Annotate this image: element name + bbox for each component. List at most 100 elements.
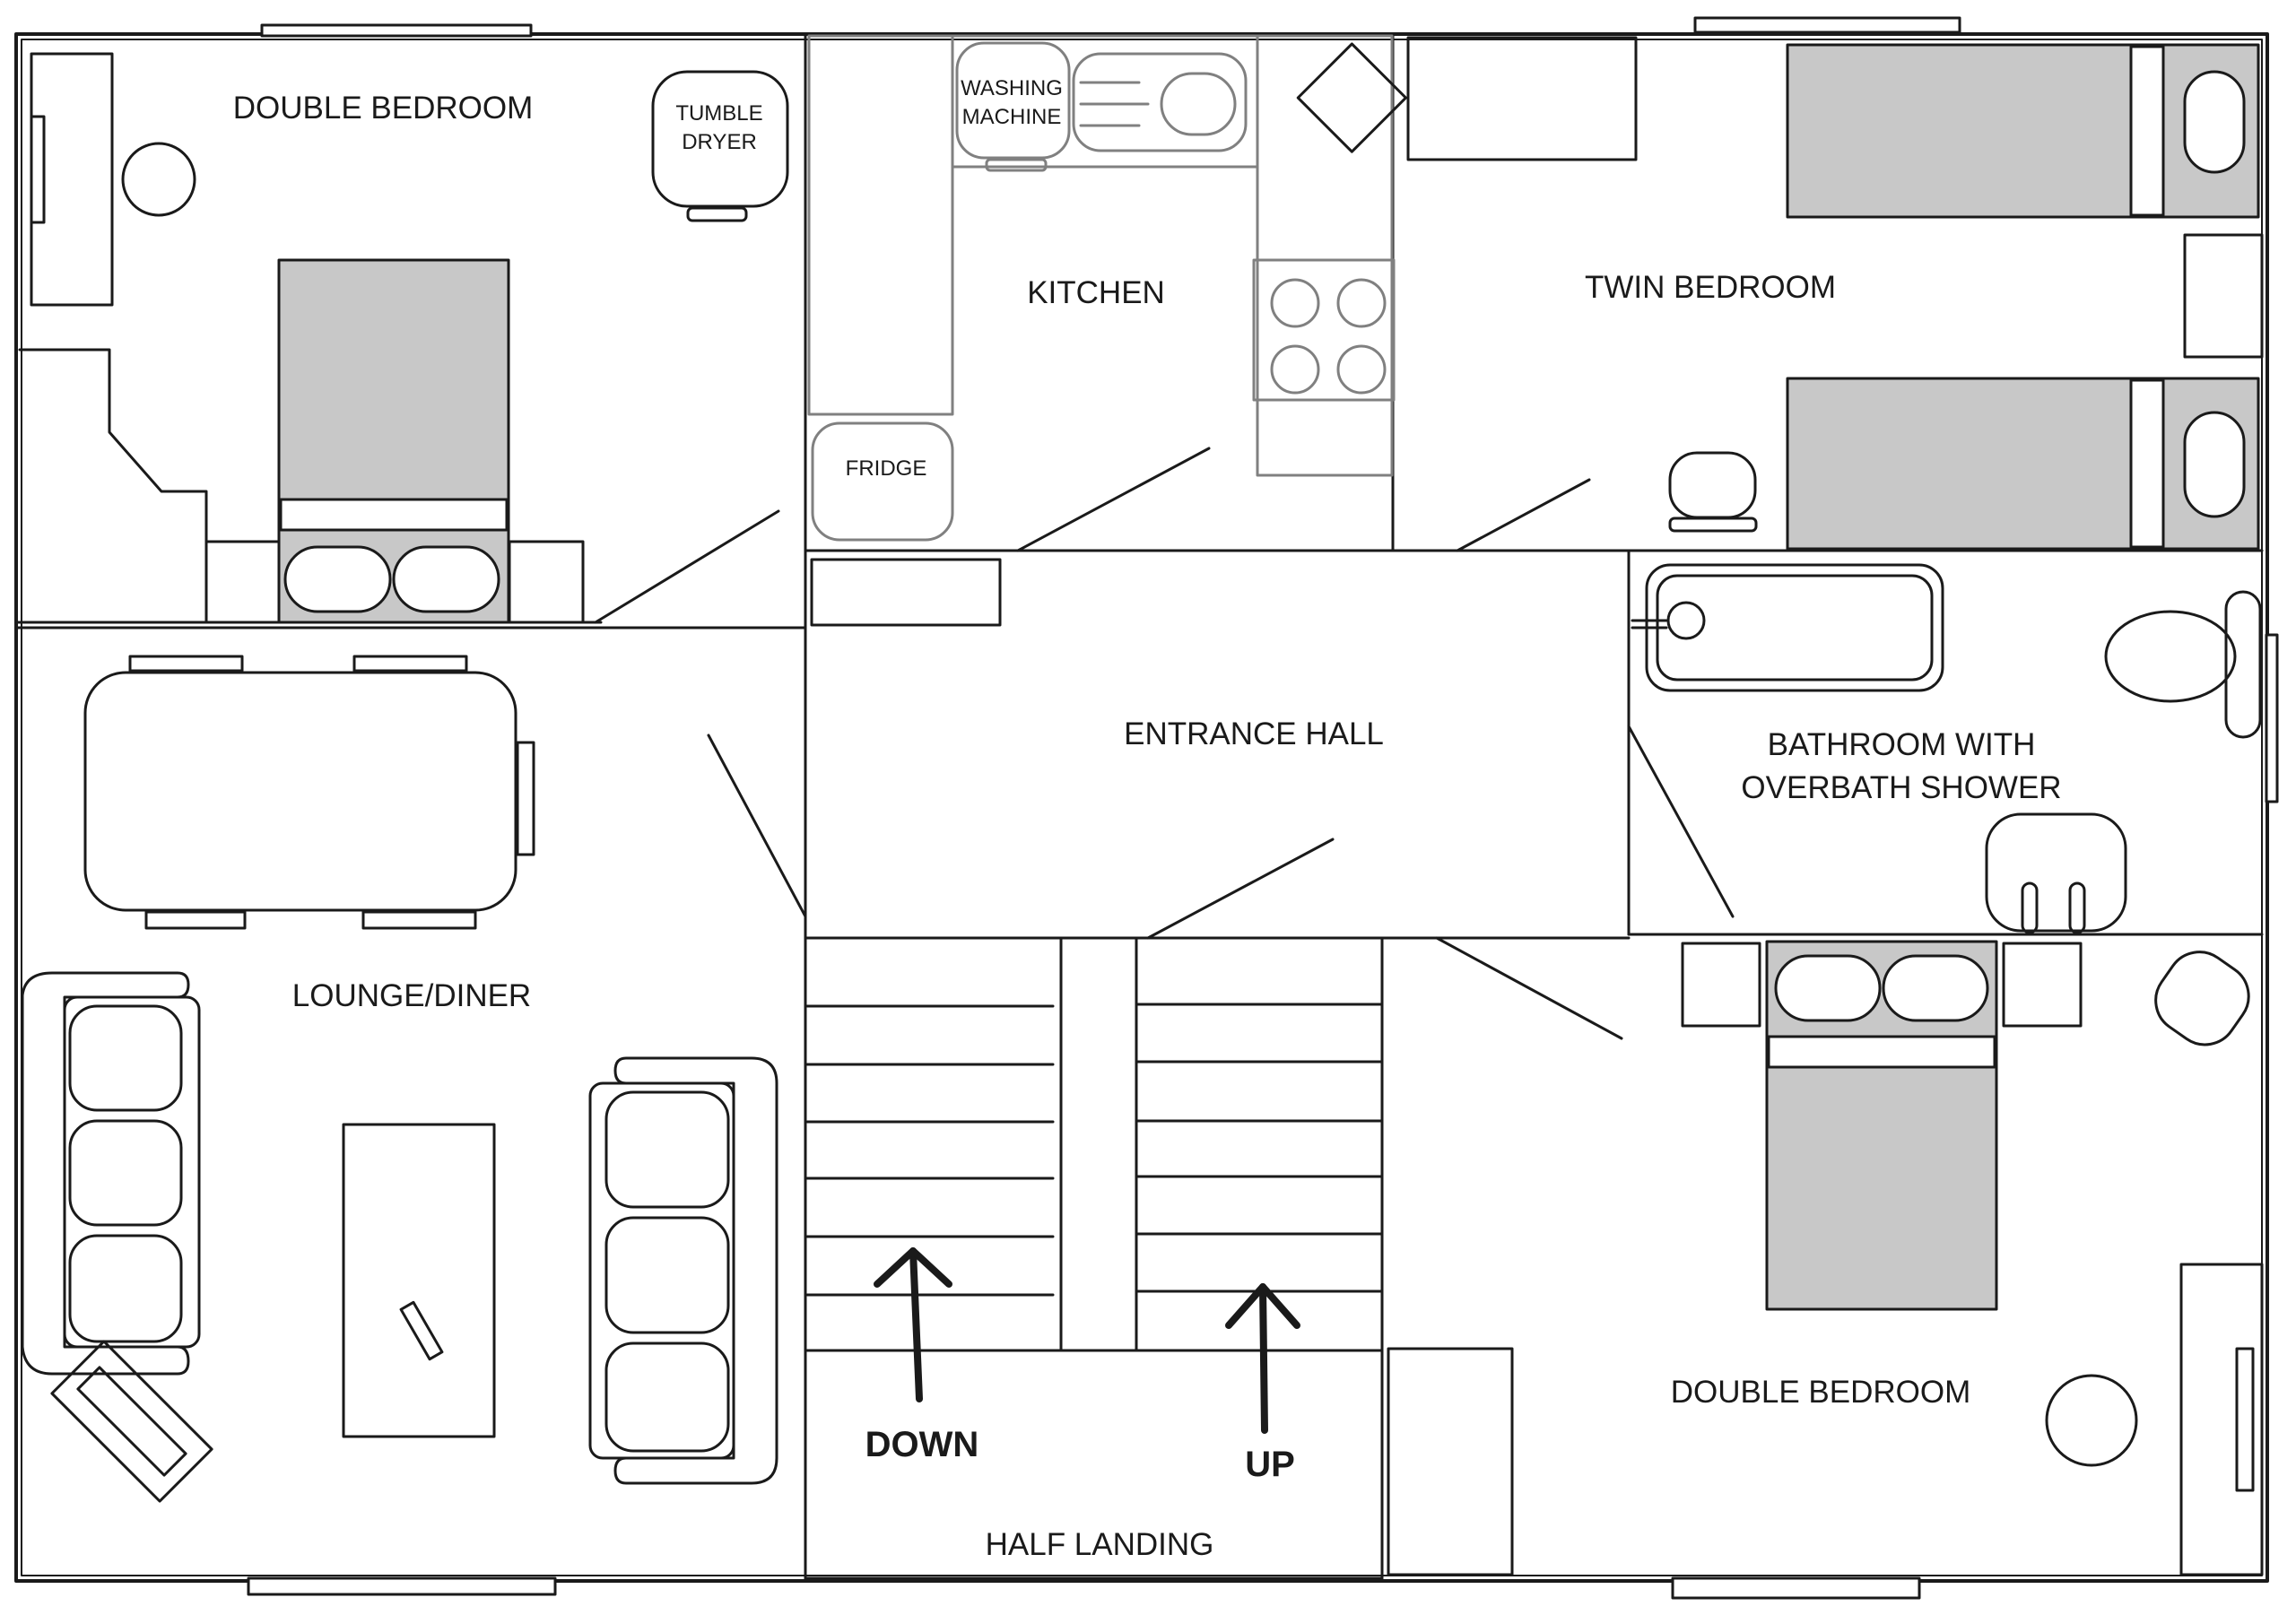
bathroom-fixtures (1631, 563, 2262, 934)
bedside-table-right (2002, 942, 2083, 1028)
bedside-lamp (2045, 1374, 2138, 1467)
appliance-label-washing-machine: WASHING (961, 76, 1063, 100)
dining-chair (352, 655, 468, 673)
chair (1668, 451, 1757, 519)
sofa-frame (63, 995, 201, 1349)
chest-of-drawers (18, 348, 208, 624)
tv-screen (76, 1366, 187, 1477)
twin-bedroom-furniture (1406, 36, 2264, 551)
up-arrow-head (1225, 1283, 1300, 1329)
stair-well (1059, 936, 1138, 1352)
window-top-right (1693, 16, 1961, 34)
door-entrance (1146, 838, 1335, 940)
bedside-table (2183, 233, 2264, 359)
toilet-bowl (2104, 610, 2237, 703)
pillow (392, 545, 500, 613)
bed-sheet (1767, 1035, 1996, 1069)
bath (1645, 563, 1944, 692)
wash-basin (1985, 812, 2127, 933)
bed-sheet (279, 498, 509, 532)
wardrobe-handle (2235, 1347, 2255, 1492)
tap (2068, 881, 2086, 934)
window-bottom-right (1671, 1576, 1921, 1600)
double-bedroom-top-furniture (18, 52, 789, 624)
room-label-kitchen: KITCHEN (1027, 275, 1165, 310)
bath-drain (1666, 601, 1706, 640)
twin-bed-top (1786, 43, 2260, 219)
dining-chair (128, 655, 244, 673)
down-arrow (909, 1247, 923, 1402)
washing-machine-foot (985, 158, 1048, 172)
doors (594, 447, 1735, 1040)
sofa-frame (588, 1081, 735, 1460)
stair-label-down: DOWN (865, 1425, 979, 1464)
room-label-bathroom: BATHROOM WITH (1768, 727, 2036, 762)
tv-unit (50, 1340, 213, 1503)
outer-walls (14, 16, 2279, 1600)
appliance-label-washing-machine-2: MACHINE (962, 105, 1062, 129)
counter-right (1256, 34, 1394, 477)
sofa-cushion (68, 1234, 183, 1343)
door-bottom-bedroom (1435, 936, 1623, 1040)
twin-bed-bottom-sheet (2129, 378, 2165, 549)
hob-ring (1270, 278, 1320, 328)
kitchen-units (807, 34, 1396, 542)
sofa-cushion (604, 1216, 730, 1334)
door-lounge (707, 734, 807, 918)
sink-bowl (1160, 72, 1237, 136)
kitchen-appliance (1296, 42, 1407, 153)
dining-chair (144, 910, 247, 930)
window-right (2265, 633, 2279, 803)
up-arrow (1259, 1283, 1268, 1434)
room-label-entrance-hall: ENTRANCE HALL (1124, 716, 1384, 751)
counter-left (807, 34, 954, 416)
hob-ring (1336, 278, 1387, 328)
sofa-left (21, 971, 190, 1376)
bedside-table-left (1681, 942, 1761, 1028)
window-top-left (260, 23, 533, 38)
pillow (2183, 411, 2246, 518)
bedside-table-left (204, 540, 283, 624)
pillow (1882, 954, 1989, 1022)
room-label-double-bedroom-top: DOUBLE BEDROOM (233, 91, 534, 126)
appliance-label-tumble-dryer: TUMBLE (675, 101, 762, 126)
room-label-bathroom-2: OVERBATH SHOWER (1741, 770, 2061, 805)
staircase (805, 936, 1384, 1352)
room-label-twin-bedroom: TWIN BEDROOM (1585, 270, 1836, 305)
sofa-cushion (604, 1341, 730, 1453)
appliance-label-tumble-dryer-2: DRYER (682, 130, 757, 154)
pillow (283, 545, 392, 613)
hall-cabinet (810, 558, 1002, 627)
room-label-half-landing: HALF LANDING (986, 1527, 1214, 1562)
chest-of-drawers (1387, 1347, 1514, 1576)
chair-foot (1668, 517, 1758, 533)
door-kitchen (1016, 447, 1211, 552)
tap (2021, 881, 2039, 934)
down-arrow-head (874, 1247, 952, 1288)
pillow (2183, 70, 2246, 174)
sofa-cushion (68, 1119, 183, 1227)
wardrobe-handle (30, 115, 46, 224)
room-label-double-bedroom-bottom: DOUBLE BEDROOM (1671, 1375, 1971, 1410)
hob (1252, 258, 1396, 402)
hob-ring (1270, 344, 1320, 395)
coffee-table (342, 1123, 496, 1438)
dining-table (83, 671, 517, 912)
stair-label-up: UP (1245, 1445, 1295, 1484)
tumble-dryer-foot (686, 206, 748, 222)
door-bathroom (1627, 725, 1735, 918)
dining-chair (361, 910, 477, 930)
lounge-furniture (21, 655, 778, 1503)
twin-bed-bottom (1786, 377, 2260, 551)
stair-arrows (874, 1247, 1300, 1434)
washing-machine (955, 41, 1071, 160)
chair (2154, 951, 2250, 1046)
sofa-right (613, 1056, 778, 1485)
hob-ring (1336, 344, 1387, 395)
counter-top (951, 34, 1259, 169)
pillow (1774, 954, 1882, 1022)
bedside-lamp (121, 142, 196, 217)
sink-unit (1072, 52, 1248, 152)
room-labels: DOUBLE BEDROOM TUMBLE DRYER WASHING MACH… (233, 76, 2062, 1562)
